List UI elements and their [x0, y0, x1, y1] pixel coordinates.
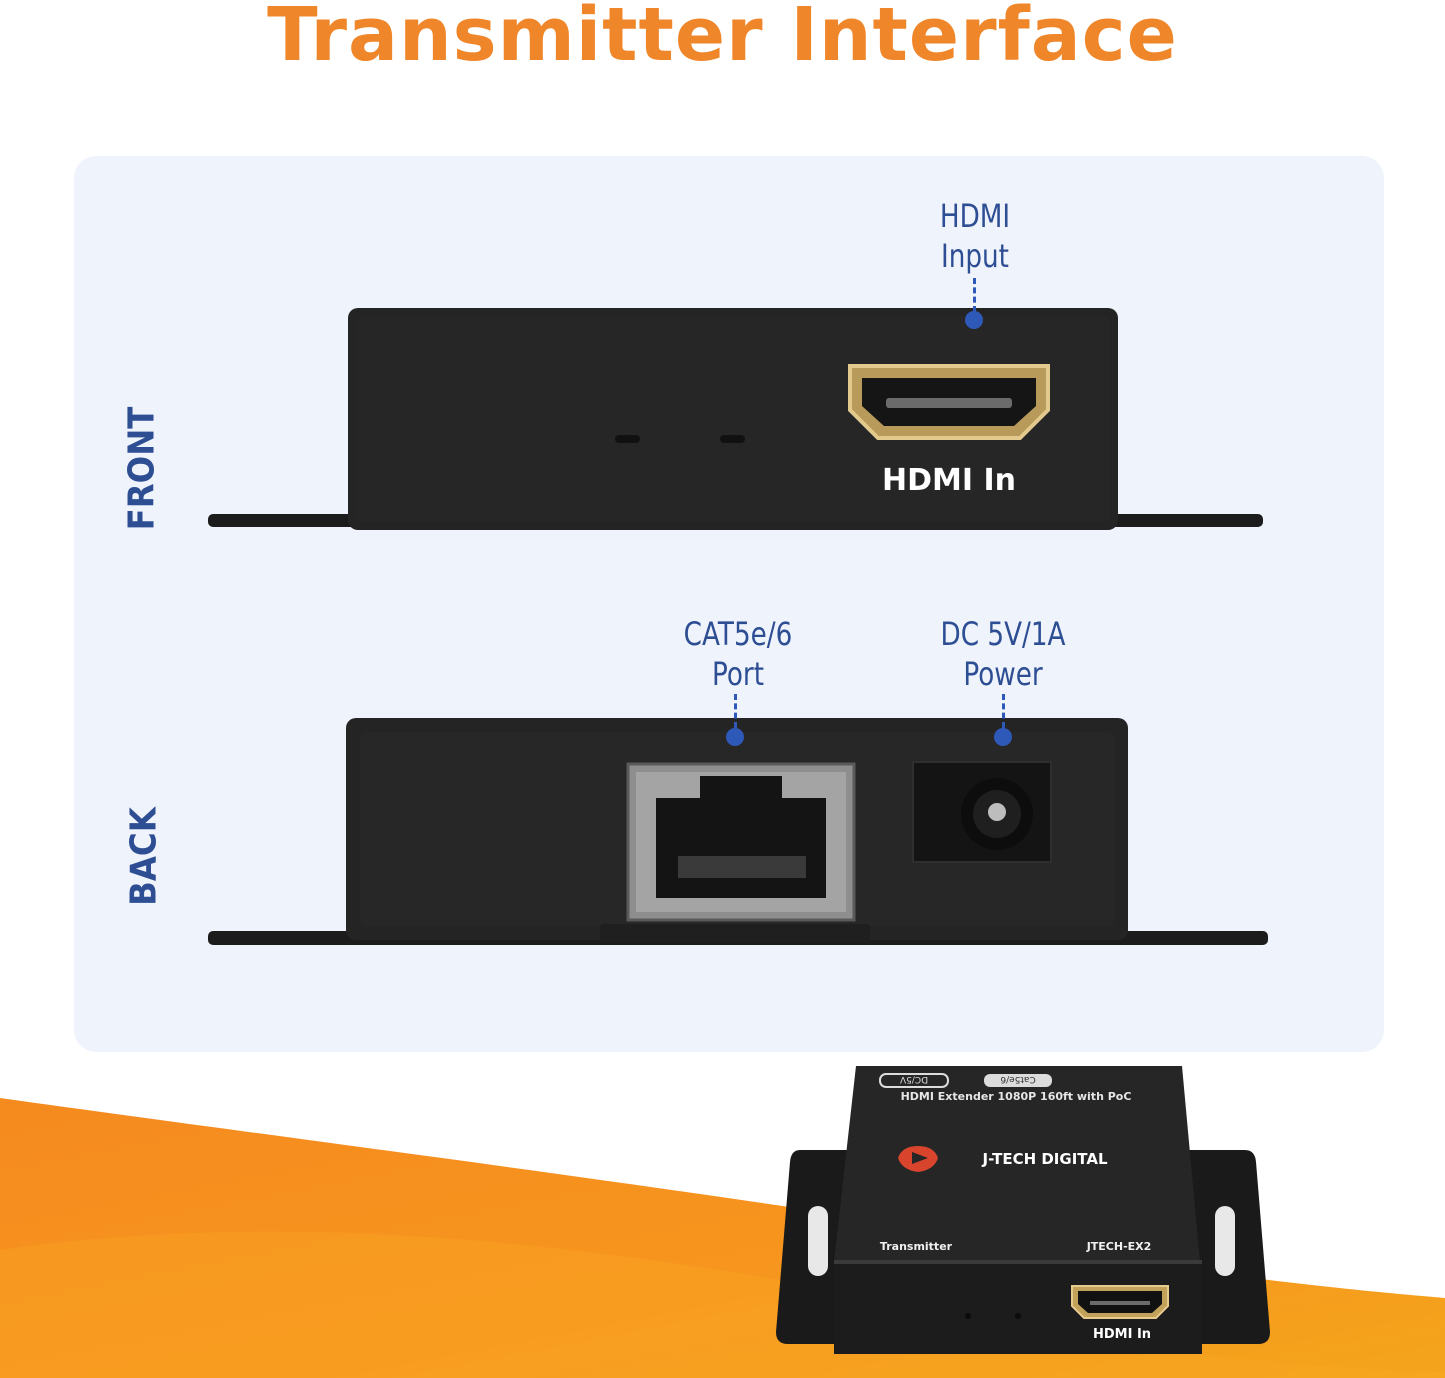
product-model-line: HDMI Extender 1080P 160ft with PoC — [901, 1090, 1132, 1103]
cat-port-callout: CAT5e/6 Port — [664, 614, 812, 694]
product-port-label: HDMI In — [1093, 1327, 1151, 1342]
cat-port-line2: Port — [711, 655, 765, 693]
product-top-face — [834, 1066, 1200, 1262]
hdmi-input-line2: Input — [941, 237, 1009, 275]
product-tag-cat-text: Cat5e/6 — [1000, 1074, 1036, 1084]
hdmi-input-line1: HDMI — [939, 197, 1011, 235]
dc-power-callout: DC 5V/1A Power — [921, 614, 1085, 694]
dc-power-line1: DC 5V/1A — [940, 615, 1066, 653]
product-role: Transmitter — [880, 1240, 953, 1253]
dc-power-jack-icon — [912, 761, 1052, 863]
product-tag-dc-text: DC/5V — [899, 1074, 928, 1084]
cat-port-dot — [726, 728, 744, 746]
hdmi-input-callout: HDMI Input — [909, 196, 1040, 276]
dc-power-leader — [1002, 694, 1005, 728]
front-led-left — [615, 435, 640, 443]
dc-power-dot — [994, 728, 1012, 746]
brand-logo-icon — [898, 1146, 938, 1172]
product-tag-dc — [879, 1073, 949, 1088]
rj45-port-icon — [626, 762, 856, 922]
product-model: JTECH-EX2 — [1086, 1240, 1152, 1253]
product-brand: J-TECH DIGITAL — [981, 1150, 1107, 1168]
front-led-right — [720, 435, 745, 443]
front-hdmi-in-label: HDMI In — [882, 463, 1016, 498]
dc-power-line2: Power — [963, 655, 1043, 693]
product-led-right — [1015, 1313, 1021, 1319]
hdmi-input-leader — [973, 278, 976, 312]
hdmi-port-icon — [848, 364, 1050, 440]
hdmi-input-dot — [965, 311, 983, 329]
product-tag-cat — [984, 1074, 1052, 1087]
page-title: Transmitter Interface — [267, 0, 1178, 78]
product-slot-right — [1215, 1206, 1235, 1276]
cat-port-leader — [734, 694, 737, 728]
product-slot-left — [808, 1206, 828, 1276]
cat-port-line1: CAT5e/6 — [683, 615, 793, 653]
product-hdmi-port-icon — [1071, 1285, 1169, 1319]
product-led-left — [965, 1313, 971, 1319]
